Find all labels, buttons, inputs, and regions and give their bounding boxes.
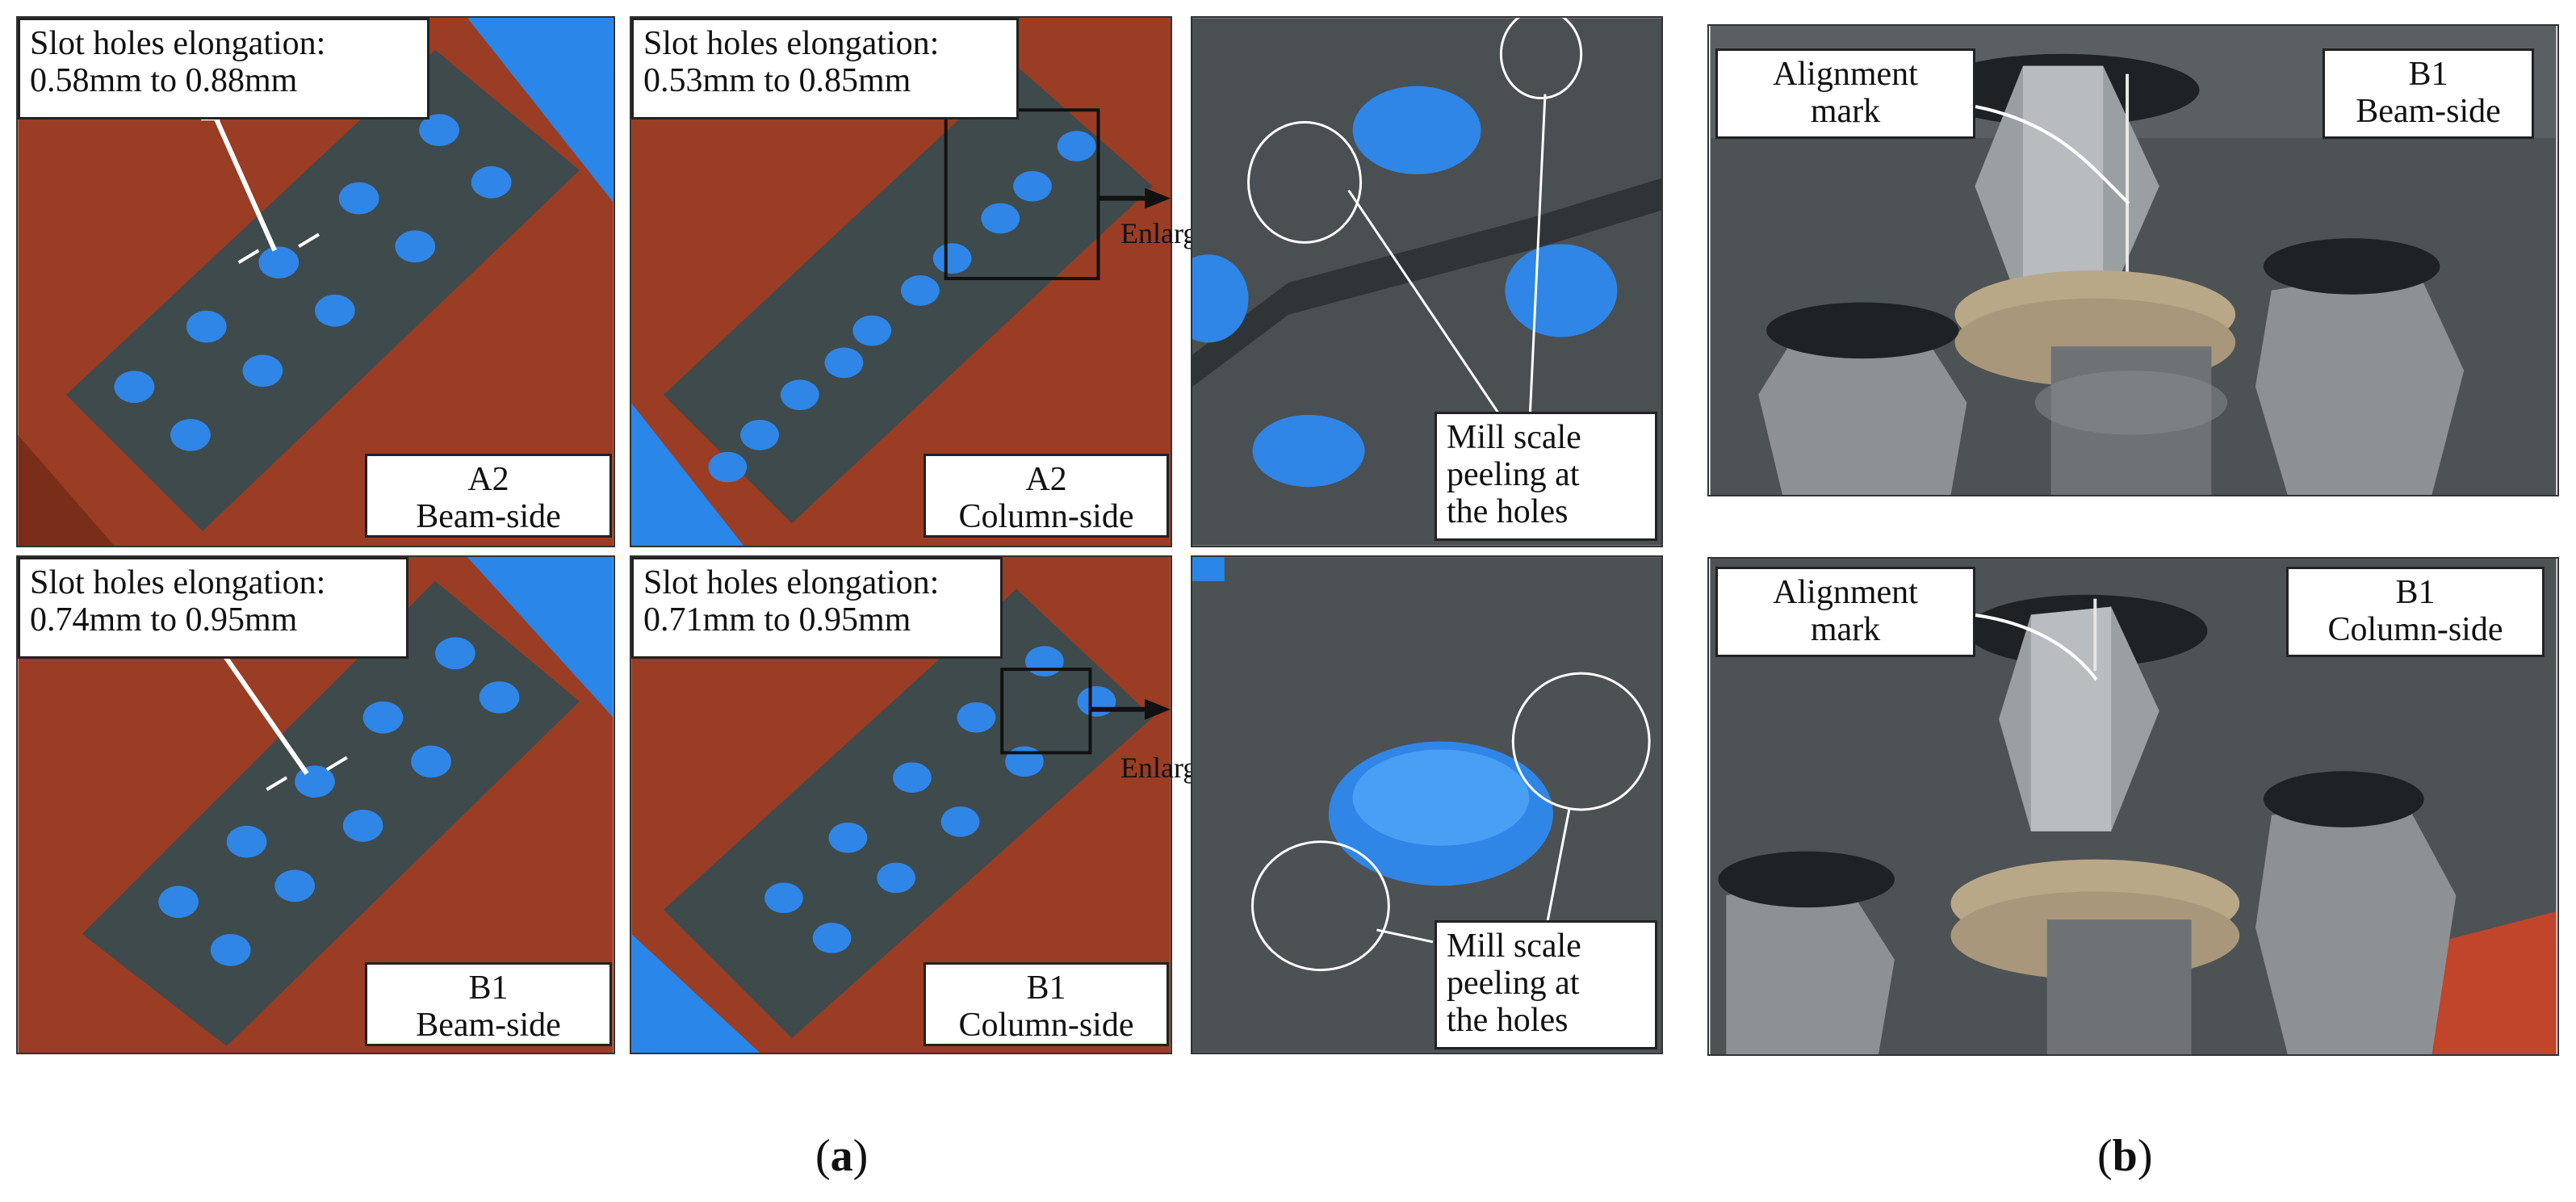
photo-b1-enlarged: Mill scale peeling at the holes — [1191, 555, 1663, 1054]
specimen-tag: B1 Column-side — [2286, 567, 2545, 657]
mark-line: mark — [1810, 93, 1881, 130]
specimen-side: Column-side — [2327, 611, 2503, 648]
elongation-range: 0.58mm to 0.88mm — [30, 62, 298, 99]
caption-a-letter: a — [830, 1131, 853, 1181]
caption-b-letter: b — [2112, 1131, 2138, 1181]
mark-line: Alignment — [1773, 56, 1918, 93]
elongation-label: Slot holes elongation: 0.58mm to 0.88mm — [18, 18, 429, 119]
elongation-label: Slot holes elongation: 0.74mm to 0.95mm — [18, 557, 408, 659]
photo-a2-enlarged: Mill scale peeling at the holes — [1191, 16, 1663, 547]
specimen-id: B1 — [2395, 574, 2436, 611]
mill-scale-note: Mill scale peeling at the holes — [1435, 920, 1657, 1049]
photo-a2-beam-side: Slot holes elongation: 0.58mm to 0.88mm … — [16, 16, 615, 547]
elongation-label: Slot holes elongation: 0.53mm to 0.85mm — [631, 18, 1019, 119]
specimen-side: Beam-side — [416, 498, 561, 535]
note-line: Mill scale — [1447, 419, 1581, 456]
alignment-mark-arrow — [1975, 105, 2130, 205]
caption-a: (a) — [815, 1130, 868, 1182]
alignment-mark-label: Alignment mark — [1715, 48, 1975, 139]
specimen-tag: A2 Column-side — [924, 454, 1169, 538]
elongation-range: 0.53mm to 0.85mm — [643, 62, 911, 99]
mill-scale-note: Mill scale peeling at the holes — [1435, 412, 1657, 541]
specimen-id: B1 — [2408, 56, 2448, 93]
photo-bolt-column-side: Alignment mark B1 Column-side — [1707, 557, 2559, 1056]
specimen-id: B1 — [1026, 970, 1066, 1007]
caption-a-open: ( — [815, 1131, 831, 1181]
elongation-title: Slot holes elongation: — [643, 25, 940, 62]
specimen-side: Beam-side — [416, 1007, 561, 1044]
elongation-title: Slot holes elongation: — [30, 564, 326, 601]
alignment-mark-label: Alignment mark — [1715, 567, 1975, 657]
elongation-range: 0.74mm to 0.95mm — [30, 601, 298, 639]
elongation-title: Slot holes elongation: — [643, 564, 940, 601]
b1-zoom-photo — [1192, 557, 1661, 1053]
specimen-id: A2 — [1025, 461, 1067, 498]
elongation-title: Slot holes elongation: — [30, 25, 326, 62]
specimen-tag: B1 Beam-side — [2323, 48, 2534, 139]
specimen-tag: B1 Beam-side — [365, 962, 612, 1046]
note-line: peeling at — [1447, 965, 1580, 1002]
note-line: the holes — [1447, 1002, 1569, 1039]
specimen-tag: B1 Column-side — [924, 962, 1169, 1046]
alignment-mark-arrow — [1975, 614, 2098, 681]
specimen-id: A2 — [467, 461, 509, 498]
caption-a-close: ) — [852, 1131, 869, 1181]
elongation-label: Slot holes elongation: 0.71mm to 0.95mm — [631, 557, 1003, 659]
photo-b1-column-side: Slot holes elongation: 0.71mm to 0.95mm … — [630, 555, 1172, 1054]
mark-line: Alignment — [1773, 574, 1918, 611]
note-line: Mill scale — [1447, 928, 1581, 965]
specimen-side: Beam-side — [2356, 93, 2501, 130]
photo-a2-column-side: Slot holes elongation: 0.53mm to 0.85mm … — [630, 16, 1172, 547]
specimen-tag: A2 Beam-side — [365, 454, 612, 538]
photo-b1-beam-side: Slot holes elongation: 0.74mm to 0.95mm … — [16, 555, 615, 1054]
caption-b-open: ( — [2097, 1131, 2113, 1181]
caption-b: (b) — [2097, 1130, 2152, 1182]
specimen-id: B1 — [468, 970, 509, 1007]
note-line: peeling at — [1447, 456, 1580, 493]
elongation-range: 0.71mm to 0.95mm — [643, 601, 911, 639]
caption-b-close: ) — [2137, 1131, 2153, 1181]
note-line: the holes — [1447, 493, 1569, 530]
photo-bolt-beam-side: Alignment mark B1 Beam-side — [1707, 24, 2559, 496]
specimen-side: Column-side — [958, 1007, 1134, 1044]
mark-line: mark — [1810, 611, 1881, 648]
specimen-side: Column-side — [958, 498, 1134, 535]
